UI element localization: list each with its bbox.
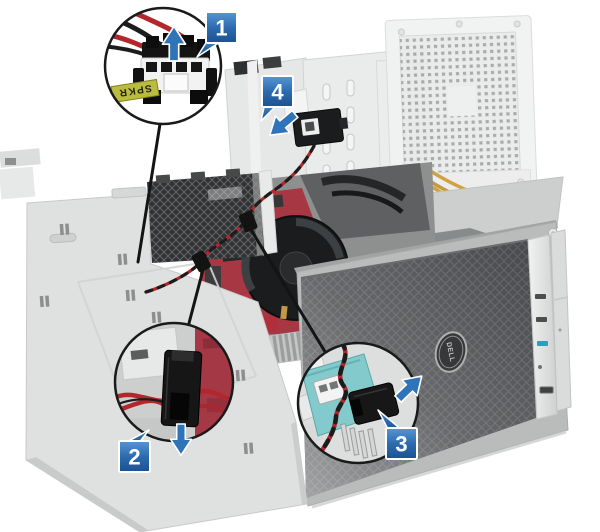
spkr-label: SPKR bbox=[110, 78, 160, 104]
step-number-2: 2 bbox=[128, 445, 140, 470]
speaker-cable bbox=[144, 144, 316, 294]
cable-clip-b bbox=[191, 250, 211, 273]
cable-clip-zoom-2 bbox=[160, 349, 203, 428]
dell-logo-text: DELL bbox=[444, 342, 455, 364]
step-badge-4: 4 bbox=[260, 75, 294, 122]
usb-port bbox=[535, 294, 546, 299]
cable-clip-a bbox=[238, 210, 258, 233]
speaker bbox=[291, 108, 349, 147]
step-number-4: 4 bbox=[271, 80, 284, 105]
step-number-3: 3 bbox=[395, 432, 407, 457]
step-badge-3: 3 bbox=[377, 409, 418, 460]
usb-port bbox=[536, 317, 547, 322]
speaker-connector bbox=[133, 33, 217, 104]
leader-line-1 bbox=[136, 122, 162, 264]
panel-vent-slots bbox=[39, 223, 254, 455]
spkr-label-text: SPKR bbox=[117, 82, 152, 98]
step-badge-1: 1 bbox=[196, 11, 238, 58]
step-number-1: 1 bbox=[215, 16, 227, 41]
rear-panel-grille bbox=[147, 168, 278, 263]
dell-logo: DELL bbox=[434, 331, 468, 373]
sd-slot bbox=[539, 386, 554, 394]
leader-line-2 bbox=[186, 264, 206, 329]
brass-standoff bbox=[280, 305, 288, 320]
callout-circle-2 bbox=[113, 321, 235, 443]
step-badge-2: 2 bbox=[118, 429, 151, 473]
cable-clip-zoom-3 bbox=[348, 382, 400, 425]
optical-drive-bay bbox=[550, 229, 572, 412]
header-pins bbox=[340, 423, 378, 459]
chassis-rear-brackets bbox=[0, 148, 41, 200]
audio-jack bbox=[538, 365, 542, 369]
usb3-port bbox=[537, 341, 548, 346]
callout-circle-1: SPKR bbox=[103, 6, 223, 126]
leader-line-3 bbox=[248, 226, 329, 357]
front-io-panel bbox=[527, 228, 558, 420]
